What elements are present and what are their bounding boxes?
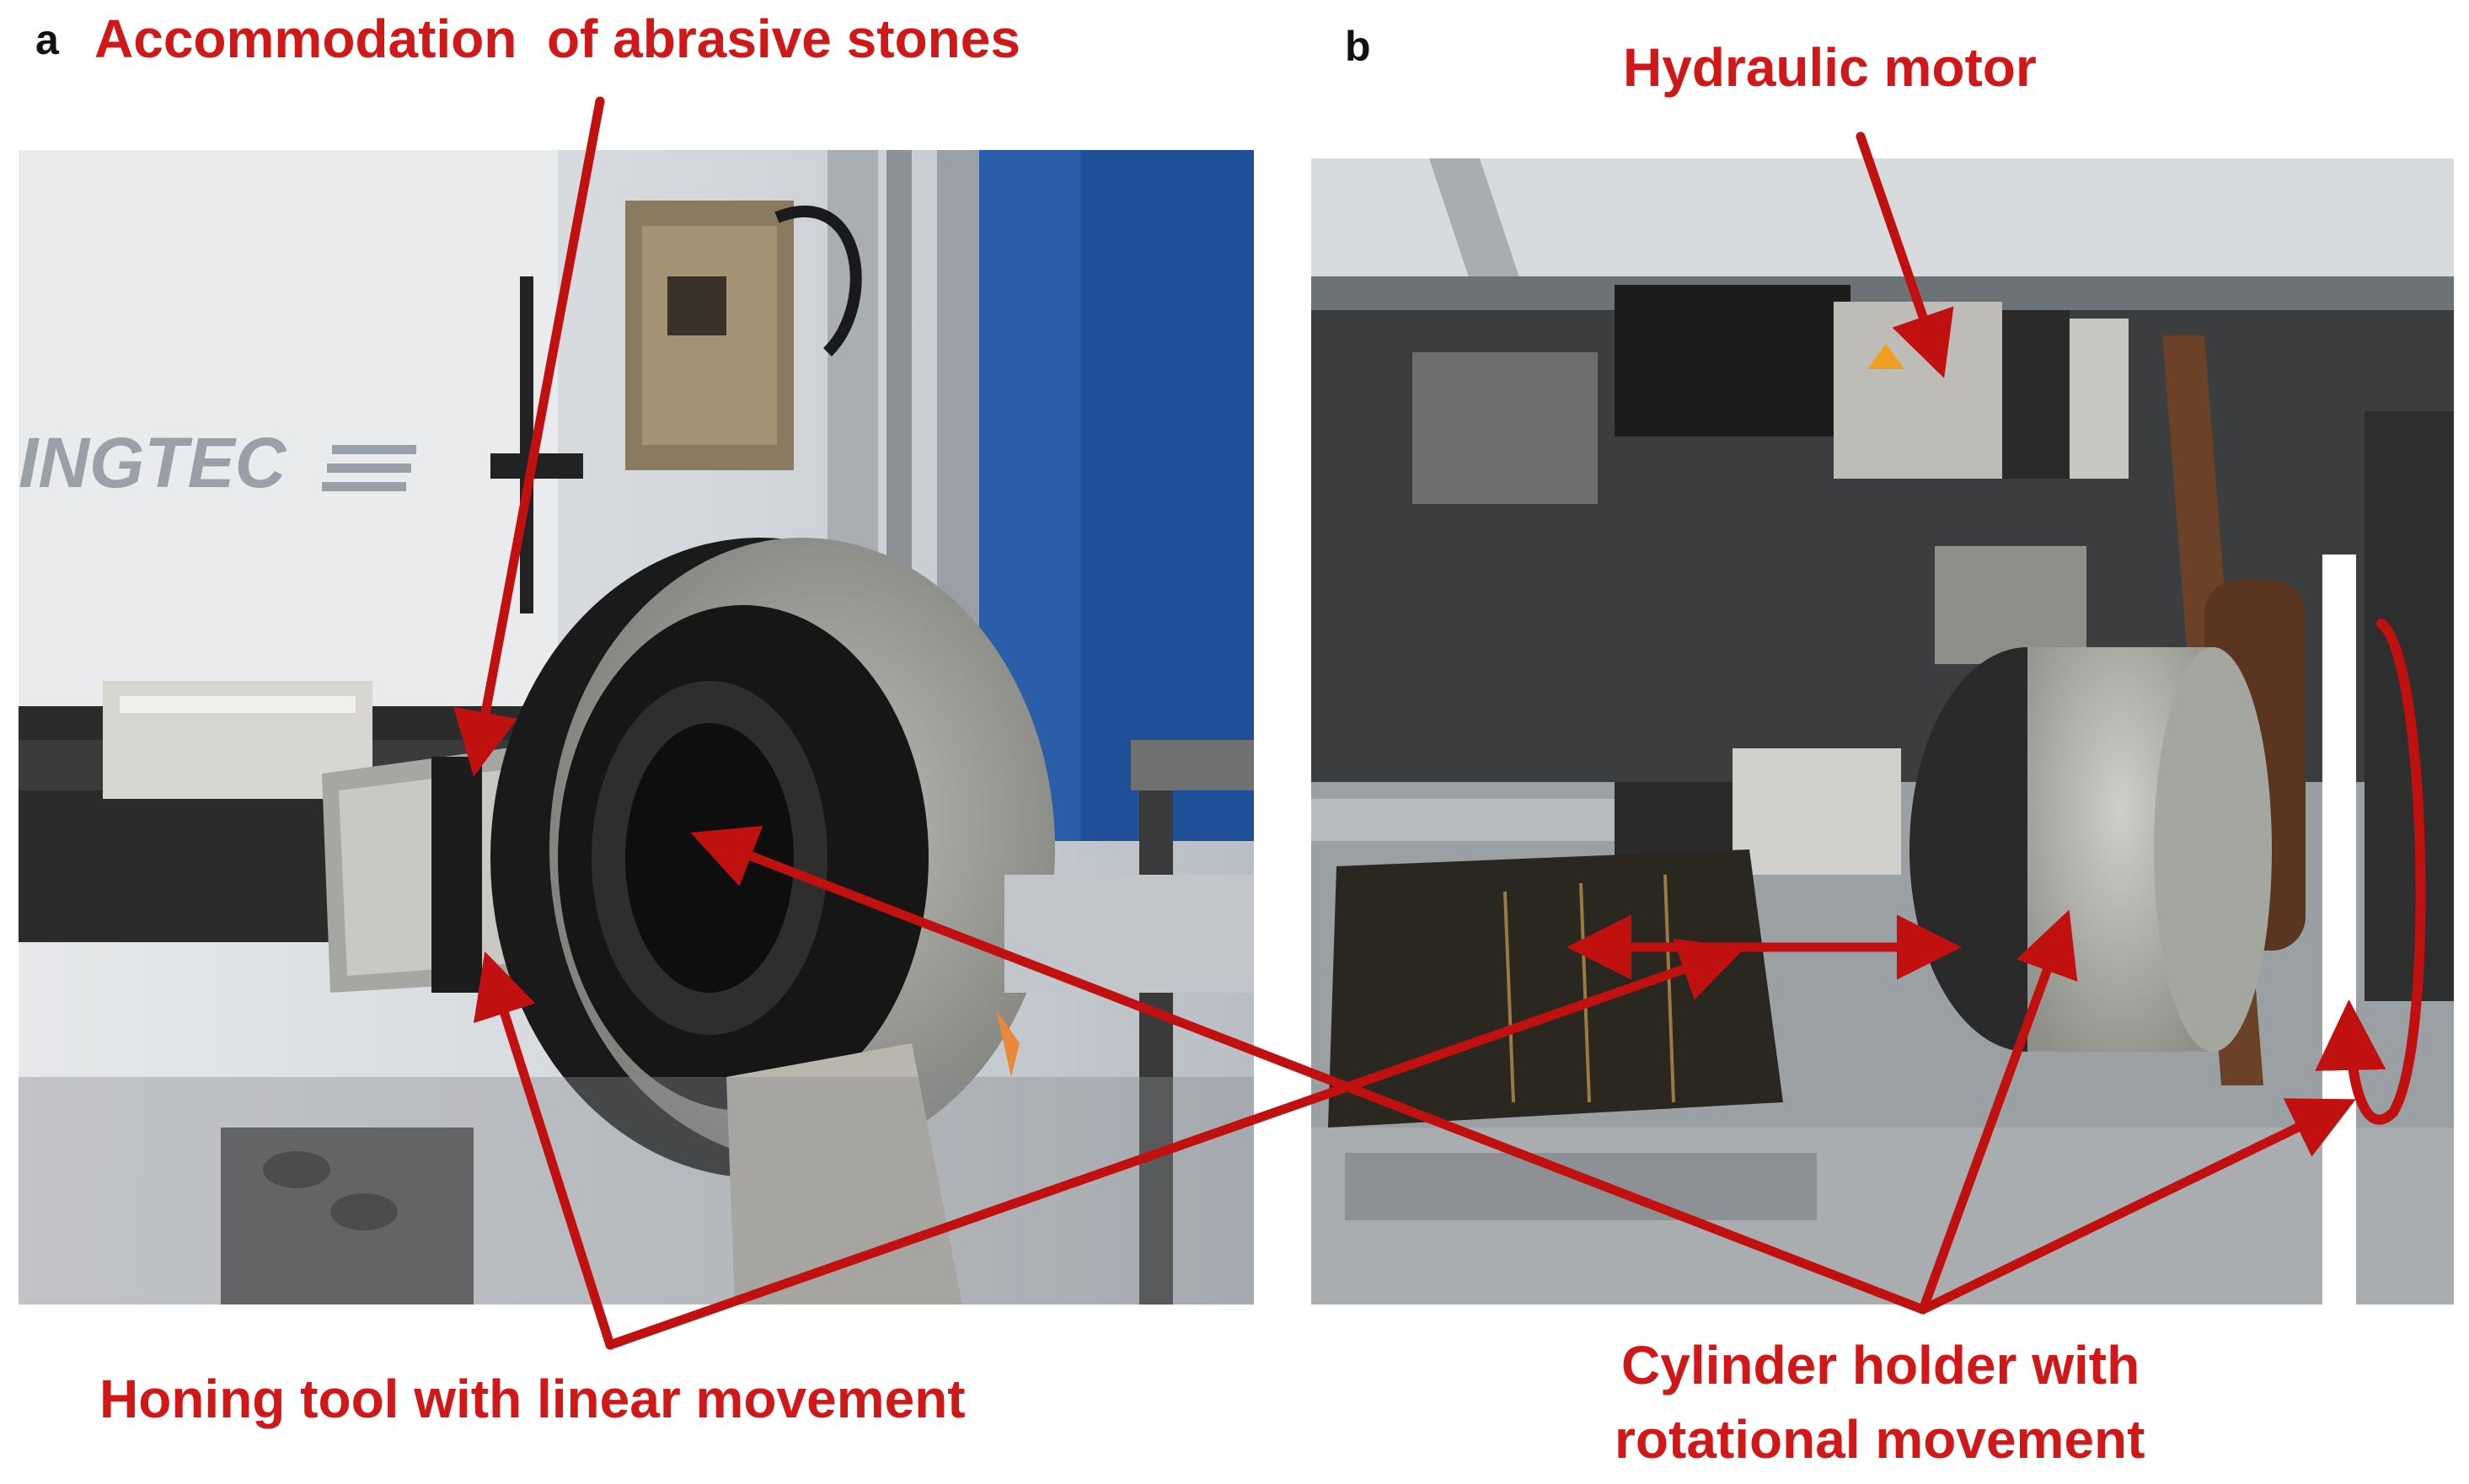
arrow-honing-tool-a (474, 951, 615, 1350)
cylinder-holder-label-line2: rotational movement (1615, 1409, 2145, 1470)
photo-b-cylinder-holder (1311, 158, 2454, 1305)
honing-tool-label: Honing tool with linear movement (99, 1369, 966, 1429)
arrow-cylinder-holder-c (1918, 1098, 2356, 1315)
arrow-hydraulic-motor (1856, 131, 1954, 378)
arrow-honing-tool-b (605, 938, 1745, 1350)
cylinder-holder-label-line1: Cylinder holder with (1621, 1335, 2140, 1396)
arrow-cylinder-holder-b (1918, 909, 2078, 1315)
hydraulic-motor-label: Hydraulic motor (1623, 37, 2037, 98)
abrasive-stones-label: Accommodation of abrasive stones (94, 8, 1020, 69)
panel-b-letter: b (1345, 23, 1371, 70)
arrow-abrasive-stones (453, 96, 605, 777)
arrow-rotational-movement (2315, 619, 2426, 1125)
arrow-cylinder-holder-a (690, 825, 1928, 1315)
panel-a-letter: a (35, 16, 59, 63)
watermark-text: INGTEC (19, 423, 287, 502)
photo-a-honing-machine: INGTEC (19, 150, 1254, 1305)
